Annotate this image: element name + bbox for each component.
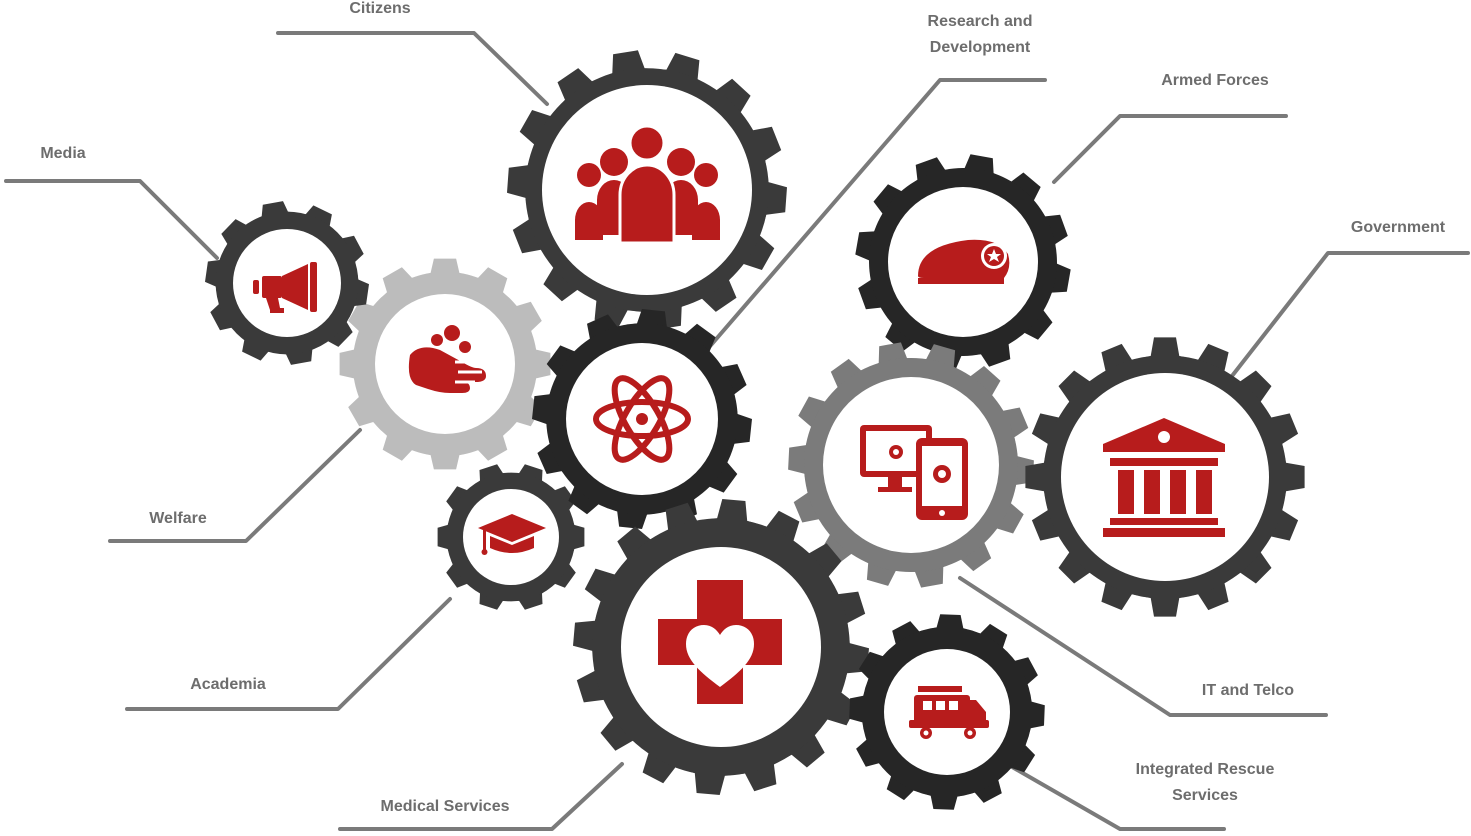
leader-lines: [4, 31, 1470, 831]
leader-line-media: [4, 179, 219, 260]
graduation-cap-icon: [478, 514, 546, 555]
label-citizens: Citizens: [320, 0, 440, 22]
label-it-and-telco: IT and Telco: [1186, 678, 1310, 704]
megaphone-icon: [253, 262, 317, 313]
computer-mobile-gears-icon: [860, 425, 968, 520]
atom-icon: [593, 375, 691, 463]
label-research-and-development: Research and Development: [900, 9, 1060, 61]
label-media-text: Media: [40, 145, 86, 162]
helping-hands-icon: [408, 325, 486, 393]
gears: [205, 50, 1305, 810]
leader-line-research: [703, 78, 1047, 354]
leader-line-government: [1230, 251, 1470, 378]
leader-line-academia: [125, 597, 452, 711]
leader-line-armed-forces: [1052, 114, 1288, 184]
government-building-icon: [1103, 418, 1225, 537]
fire-truck-icon: [909, 686, 989, 739]
label-integrated-rescue-services: Integrated Rescue Services: [1110, 757, 1300, 809]
gear-government: [1025, 337, 1305, 617]
label-research-line1: Research and: [927, 13, 1033, 30]
label-academia: Academia: [168, 672, 288, 698]
label-rescue-line1: Integrated Rescue: [1135, 761, 1275, 778]
label-welfare: Welfare: [128, 506, 228, 532]
label-research-line2: Development: [929, 39, 1031, 56]
leader-line-medical: [338, 762, 624, 831]
label-rescue-line2: Services: [1172, 787, 1238, 804]
label-armed-forces-text: Armed Forces: [1161, 72, 1269, 89]
military-beret-icon: [918, 239, 1010, 284]
medical-cross-heart-icon: [658, 580, 782, 704]
label-citizens-text: Citizens: [349, 0, 411, 17]
label-academia-text: Academia: [190, 676, 266, 693]
label-media: Media: [13, 141, 113, 167]
label-it-and-telco-text: IT and Telco: [1201, 682, 1295, 699]
label-armed-forces: Armed Forces: [1140, 68, 1290, 94]
label-medical-services: Medical Services: [360, 794, 530, 820]
label-medical-services-text: Medical Services: [380, 798, 510, 815]
leader-line-welfare: [108, 428, 362, 543]
leader-line-it-telco: [958, 576, 1328, 717]
gear-government-hub: [1061, 373, 1269, 581]
leader-line-rescue: [998, 758, 1226, 831]
leader-line-citizens: [276, 31, 549, 106]
people-group-icon: [575, 124, 720, 245]
label-government: Government: [1328, 215, 1468, 241]
gear-icons: [253, 124, 1225, 739]
label-welfare-text: Welfare: [149, 510, 207, 527]
label-government-text: Government: [1350, 219, 1446, 236]
